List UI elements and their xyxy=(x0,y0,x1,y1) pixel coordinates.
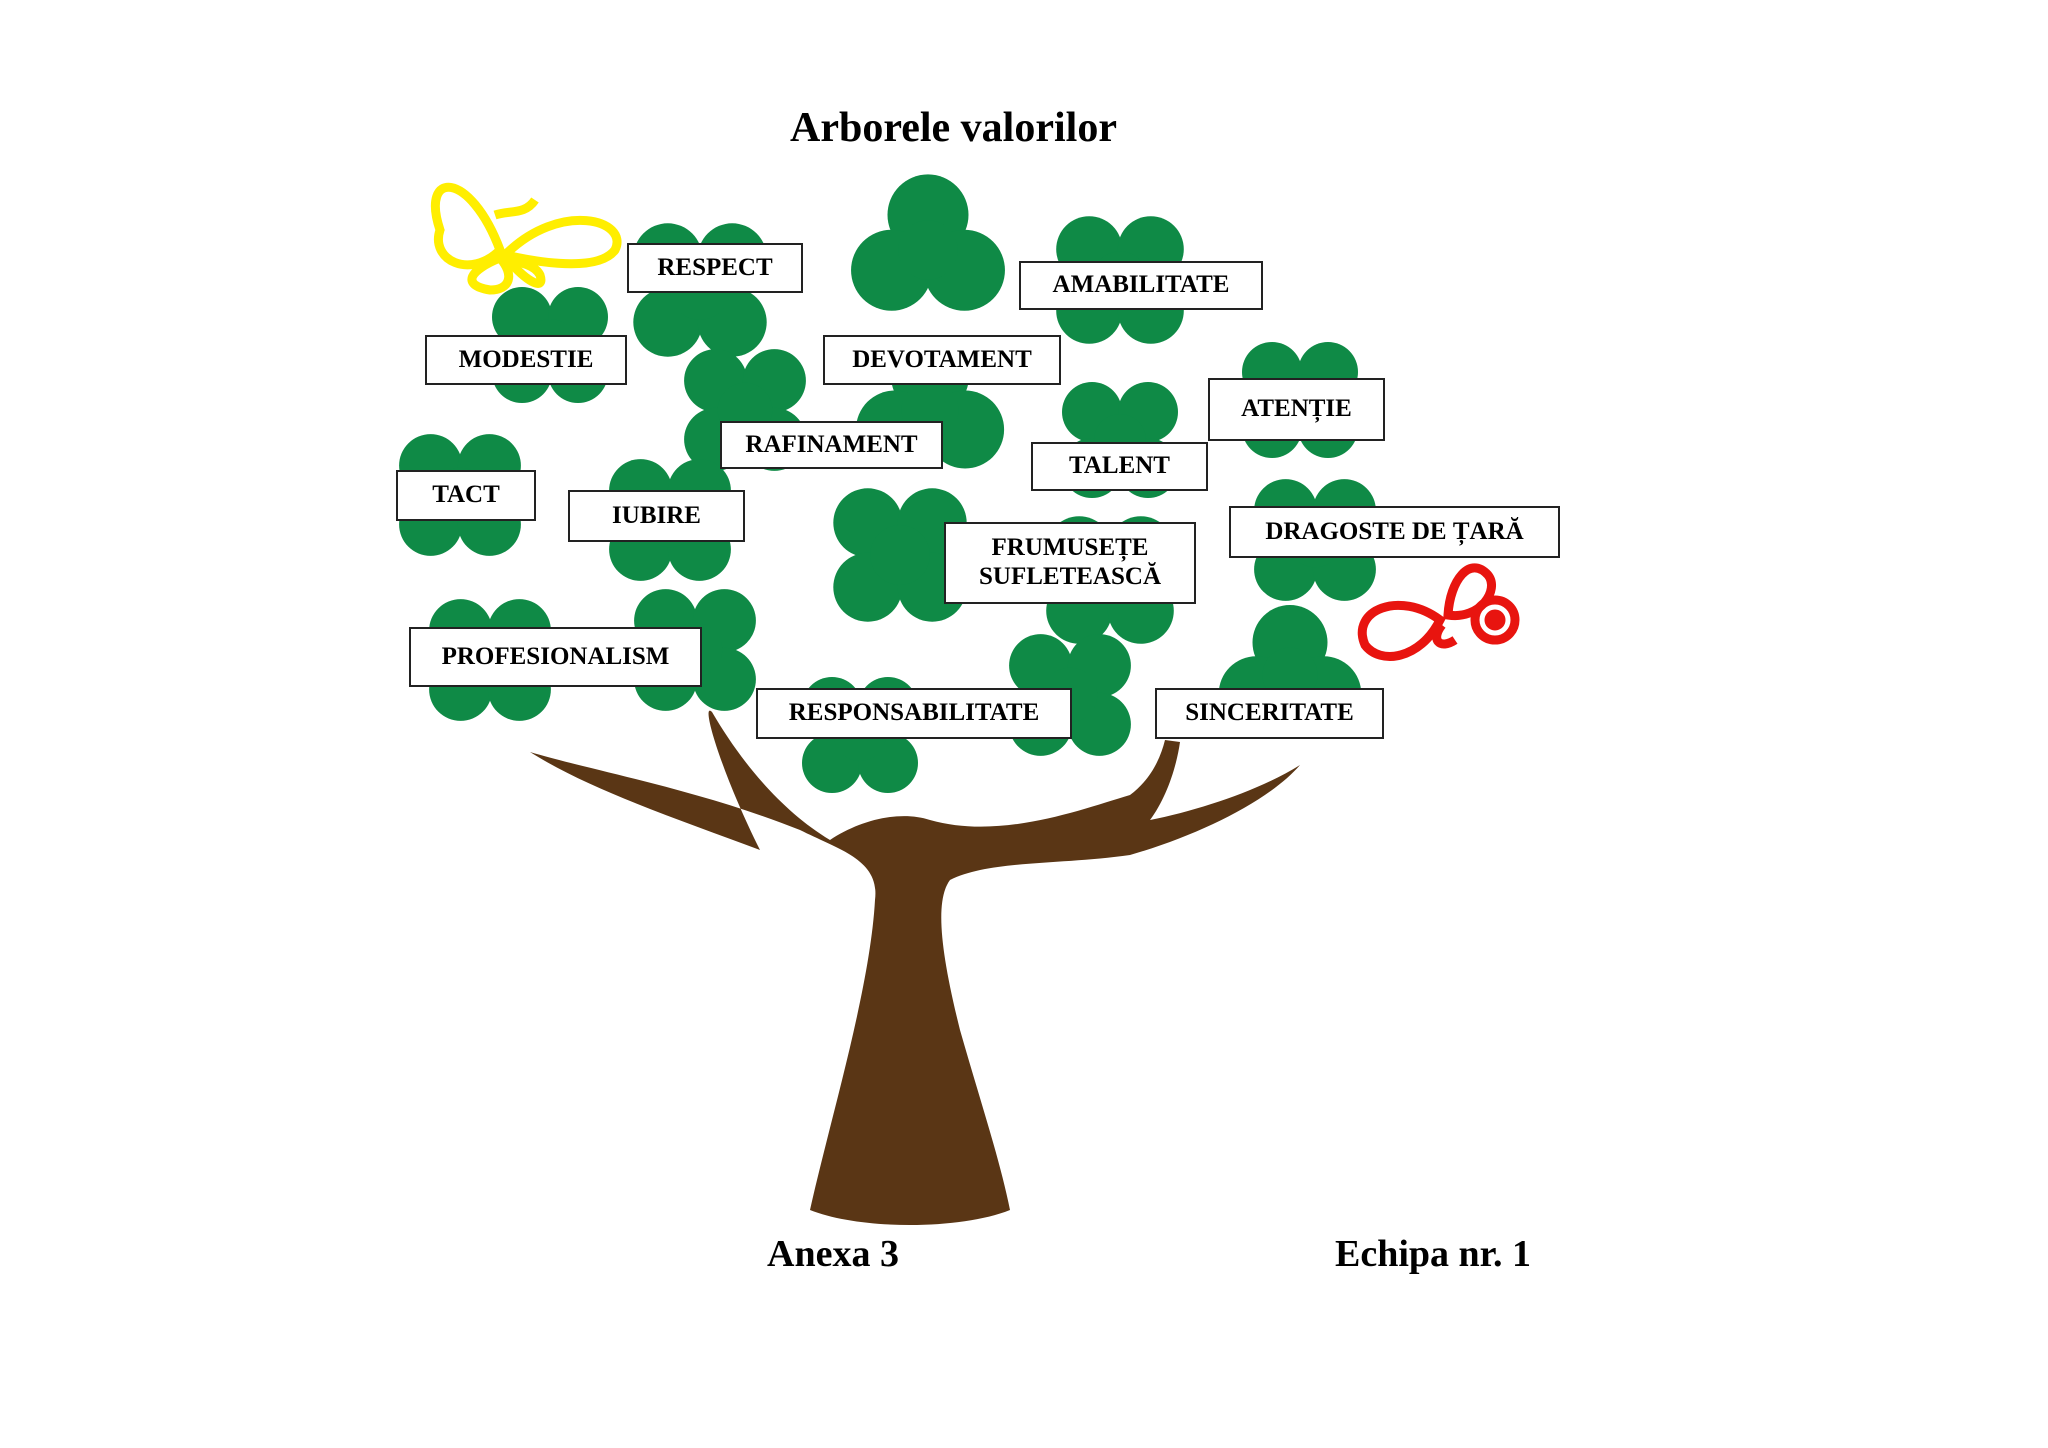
value-respect: RESPECT xyxy=(627,243,803,293)
value-amabilitate: AMABILITATE xyxy=(1019,261,1263,310)
value-frumusete-line2: SUFLETEASCĂ xyxy=(979,563,1161,590)
yellow-butterfly-icon xyxy=(431,182,622,295)
value-iubire: IUBIRE xyxy=(568,490,745,542)
value-devotament: DEVOTAMENT xyxy=(823,335,1061,385)
value-frumusete-line1: FRUMUSEȚE xyxy=(991,534,1149,562)
value-responsabilitate: RESPONSABILITATE xyxy=(756,688,1072,739)
value-talent: TALENT xyxy=(1031,442,1208,491)
value-dragoste-de-tara: DRAGOSTE DE ȚARĂ xyxy=(1229,506,1560,558)
tree-trunk xyxy=(530,710,1300,1225)
value-atentie: ATENȚIE xyxy=(1208,378,1385,441)
value-profesionalism: PROFESIONALISM xyxy=(409,627,702,687)
page-title: Arborele valorilor xyxy=(790,105,1117,151)
value-sinceritate: SINCERITATE xyxy=(1155,688,1384,739)
value-frumusete-sufleteasca: FRUMUSEȚE SUFLETEASCĂ xyxy=(944,522,1196,604)
value-modestie: MODESTIE xyxy=(425,335,627,385)
value-rafinament: RAFINAMENT xyxy=(720,421,943,469)
value-tact: TACT xyxy=(396,470,536,521)
team-label: Echipa nr. 1 xyxy=(1335,1233,1532,1275)
red-butterfly-icon xyxy=(1358,563,1520,661)
annex-label: Anexa 3 xyxy=(767,1233,899,1275)
